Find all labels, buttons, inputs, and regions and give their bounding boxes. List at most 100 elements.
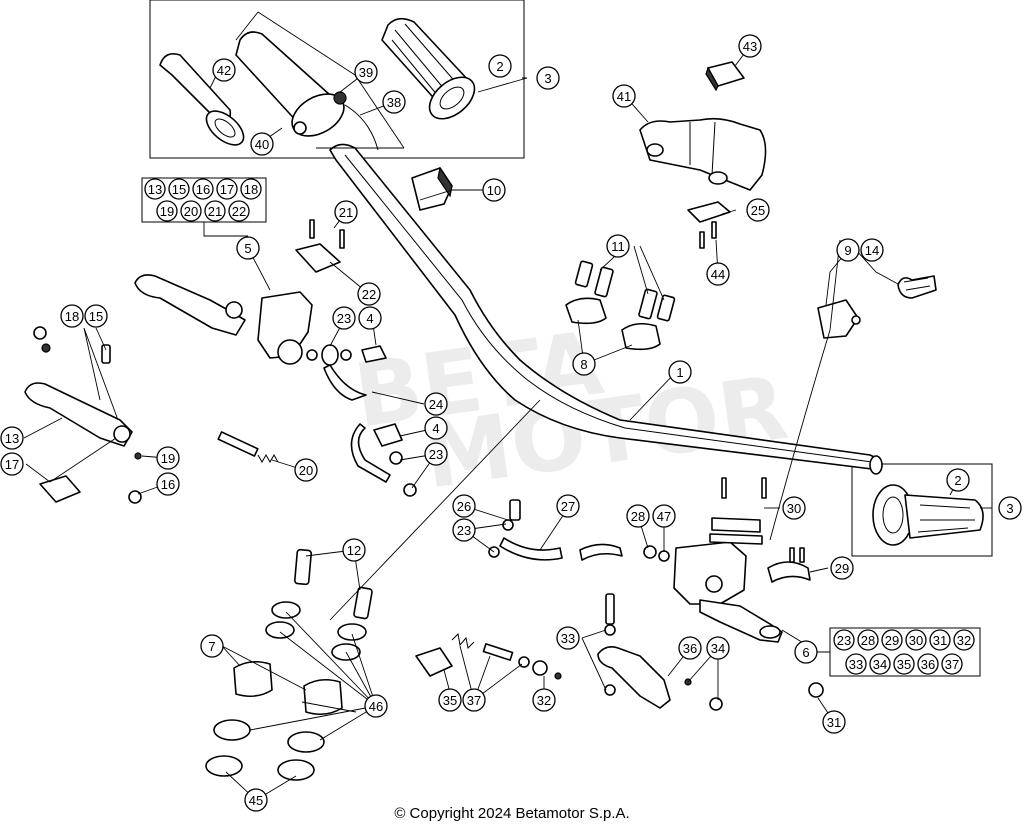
pin-15[interactable] bbox=[101, 344, 111, 364]
callout-23[interactable]: 23 bbox=[332, 306, 356, 330]
callout-39[interactable]: 39 bbox=[354, 60, 378, 84]
callout-21[interactable]: 21 bbox=[334, 200, 358, 224]
bracket-25[interactable] bbox=[687, 201, 731, 249]
callout-12[interactable]: 12 bbox=[342, 538, 366, 562]
callout-35[interactable]: 35 bbox=[438, 688, 462, 712]
cover-17[interactable] bbox=[39, 475, 81, 503]
callout-27[interactable]: 27 bbox=[556, 494, 580, 518]
group5-callout-22[interactable]: 22 bbox=[228, 200, 250, 222]
cover-22[interactable] bbox=[295, 219, 345, 273]
nut-31[interactable] bbox=[808, 682, 824, 698]
callout-44[interactable]: 44 bbox=[706, 262, 730, 286]
switch-9[interactable] bbox=[817, 299, 861, 339]
callout-11[interactable]: 11 bbox=[606, 234, 630, 258]
callout-23-3[interactable]: 23 bbox=[452, 518, 476, 542]
callout-46[interactable]: 46 bbox=[364, 694, 388, 718]
hose-24[interactable] bbox=[323, 364, 391, 483]
callout-45[interactable]: 45 bbox=[244, 788, 268, 812]
callout-3[interactable]: 3 bbox=[536, 66, 560, 90]
risers-7[interactable] bbox=[233, 660, 343, 716]
callout-17[interactable]: 17 bbox=[0, 452, 24, 476]
group6-callout-37[interactable]: 37 bbox=[941, 653, 963, 675]
callout-16[interactable]: 16 bbox=[156, 472, 180, 496]
strap-14[interactable] bbox=[897, 275, 937, 299]
clamp-29[interactable] bbox=[767, 547, 811, 583]
callout-2[interactable]: 2 bbox=[488, 54, 512, 78]
callout-28[interactable]: 28 bbox=[626, 504, 650, 528]
callout-32[interactable]: 32 bbox=[532, 688, 556, 712]
callout-2-2[interactable]: 2 bbox=[946, 468, 970, 492]
callout-33[interactable]: 33 bbox=[556, 626, 580, 650]
spring-20[interactable] bbox=[217, 431, 279, 464]
master-cylinder-6[interactable] bbox=[673, 541, 783, 643]
banjo-26[interactable] bbox=[488, 499, 521, 558]
group6-callout-34[interactable]: 34 bbox=[869, 653, 891, 675]
callout-19[interactable]: 19 bbox=[156, 446, 180, 470]
callout-41[interactable]: 41 bbox=[612, 84, 636, 108]
callout-23-2[interactable]: 23 bbox=[424, 442, 448, 466]
handlebar[interactable] bbox=[329, 143, 883, 475]
callout-22[interactable]: 22 bbox=[357, 282, 381, 306]
callout-47[interactable]: 47 bbox=[652, 504, 676, 528]
group5-callout-18[interactable]: 18 bbox=[240, 178, 262, 200]
clutch-lever-13[interactable] bbox=[24, 382, 133, 447]
callout-29[interactable]: 29 bbox=[830, 556, 854, 580]
callout-34[interactable]: 34 bbox=[706, 636, 730, 660]
bolts-12[interactable] bbox=[293, 548, 373, 620]
group5-callout-17[interactable]: 17 bbox=[216, 178, 238, 200]
hose-fittings-23-4[interactable] bbox=[306, 344, 387, 366]
screw-18[interactable] bbox=[33, 326, 51, 353]
callout-25[interactable]: 25 bbox=[746, 198, 770, 222]
reservoir-30[interactable] bbox=[709, 477, 767, 545]
group6-callout-29[interactable]: 29 bbox=[881, 629, 903, 651]
group5-callout-21[interactable]: 21 bbox=[204, 200, 226, 222]
callout-5[interactable]: 5 bbox=[236, 236, 260, 260]
callout-24[interactable]: 24 bbox=[424, 392, 448, 416]
hose-27[interactable] bbox=[499, 537, 623, 561]
callout-20[interactable]: 20 bbox=[294, 458, 318, 482]
callout-37[interactable]: 37 bbox=[462, 688, 486, 712]
grip-42[interactable] bbox=[159, 52, 250, 152]
pin-19[interactable] bbox=[134, 452, 142, 460]
callout-30[interactable]: 30 bbox=[782, 496, 806, 520]
group6-callout-30[interactable]: 30 bbox=[905, 629, 927, 651]
callout-10[interactable]: 10 bbox=[482, 178, 506, 202]
clutch-lever-5[interactable] bbox=[134, 274, 313, 365]
callout-3-2[interactable]: 3 bbox=[998, 496, 1022, 520]
group5-callout-20[interactable]: 20 bbox=[180, 200, 202, 222]
callout-8[interactable]: 8 bbox=[572, 352, 596, 376]
callout-7[interactable]: 7 bbox=[200, 634, 224, 658]
callout-31[interactable]: 31 bbox=[822, 710, 846, 734]
group5-callout-19[interactable]: 19 bbox=[156, 200, 178, 222]
callout-36[interactable]: 36 bbox=[678, 636, 702, 660]
riser-bolts-11[interactable] bbox=[574, 260, 676, 322]
grip-2-top[interactable] bbox=[381, 17, 482, 127]
group5-callout-13[interactable]: 13 bbox=[144, 178, 166, 200]
callout-1[interactable]: 1 bbox=[668, 360, 692, 384]
riser-clamps-8[interactable] bbox=[565, 297, 661, 351]
dampers-45[interactable] bbox=[205, 719, 325, 781]
callout-6[interactable]: 6 bbox=[794, 640, 818, 664]
group5-callout-16[interactable]: 16 bbox=[192, 178, 214, 200]
callout-18[interactable]: 18 bbox=[60, 304, 84, 328]
callout-15[interactable]: 15 bbox=[84, 304, 108, 328]
callout-4[interactable]: 4 bbox=[358, 306, 382, 330]
nut-16[interactable] bbox=[128, 490, 142, 504]
cable-clip-10[interactable] bbox=[411, 166, 453, 211]
brake-lever-36[interactable] bbox=[597, 593, 723, 711]
group6-callout-33[interactable]: 33 bbox=[845, 653, 867, 675]
plug-43[interactable] bbox=[705, 61, 745, 92]
callout-42[interactable]: 42 bbox=[212, 58, 236, 82]
callout-9[interactable]: 9 bbox=[836, 238, 860, 262]
group6-callout-32[interactable]: 32 bbox=[953, 629, 975, 651]
group6-callout-23[interactable]: 23 bbox=[833, 629, 855, 651]
banjo-28-47[interactable] bbox=[643, 545, 670, 562]
callout-13[interactable]: 13 bbox=[0, 426, 24, 450]
group6-callout-28[interactable]: 28 bbox=[857, 629, 879, 651]
callout-43[interactable]: 43 bbox=[738, 34, 762, 58]
fittings-4-23-lower[interactable] bbox=[373, 423, 417, 497]
callout-4-2[interactable]: 4 bbox=[424, 416, 448, 440]
group5-callout-15[interactable]: 15 bbox=[168, 178, 190, 200]
group6-callout-36[interactable]: 36 bbox=[917, 653, 939, 675]
callout-40[interactable]: 40 bbox=[250, 132, 274, 156]
